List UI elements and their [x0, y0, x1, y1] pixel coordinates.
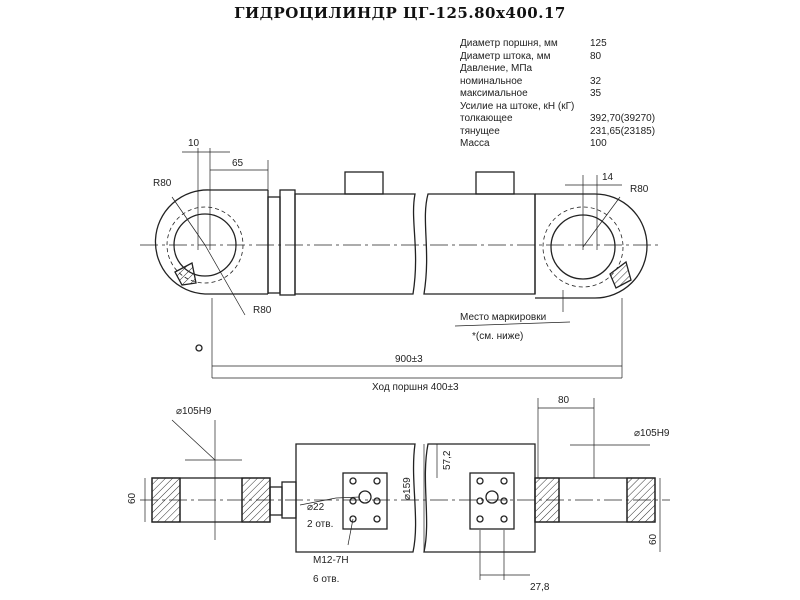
spec-label: Диаметр поршня, мм: [460, 38, 558, 49]
spec-value: 392,70(39270): [590, 113, 656, 124]
spec-row: Усилие на штоке, кН (кГ): [460, 101, 640, 114]
spec-value: 35: [590, 88, 602, 99]
dim-bore-right: ⌀105Н9: [634, 428, 670, 439]
spec-row: Давление, МПа: [460, 63, 640, 76]
spec-label: толкающее: [460, 113, 513, 124]
spec-row: Диаметр штока, мм 80: [460, 51, 640, 64]
dim-27: 27,8: [530, 582, 550, 593]
spec-value: 80: [590, 50, 602, 62]
spec-table: Диаметр поршня, мм 125 Диаметр штока, мм 8…: [460, 38, 655, 151]
spec-row: номинальное 32: [460, 76, 640, 89]
spec-value: 100: [590, 138, 607, 149]
marking-note: *(см. ниже): [472, 331, 523, 342]
drawing-title: ГИДРОЦИЛИНДР ЦГ-125.80х400.17: [234, 4, 566, 22]
bottom-dimensions: [144, 398, 661, 580]
dim-159: ⌀159: [402, 477, 413, 500]
spec-label: Давление, МПа: [460, 63, 533, 74]
dim-r80-left-bottom: R80: [253, 305, 272, 316]
spec-row: Масса 100: [460, 138, 640, 151]
bottom-dim-labels: ⌀105Н9 ⌀105Н9 80 60 60 ⌀159 57,2 ⌀22 2 о…: [127, 395, 670, 593]
dim-65: 65: [232, 158, 244, 169]
dim-stroke: Ход поршня 400±3: [372, 382, 459, 393]
dim-holes2: 2 отв.: [307, 519, 333, 530]
spec-label: Диаметр штока, мм: [460, 50, 551, 62]
top-view: [140, 148, 660, 379]
marking-label: Место маркировки: [460, 312, 546, 323]
cylinder-body: [294, 171, 536, 295]
top-dimensions: [171, 148, 623, 379]
marker-circle: [195, 344, 203, 352]
top-dim-labels: 10 65 R80 R80 14 R80 Место маркировки *(…: [153, 138, 649, 393]
bottom-view: [140, 398, 670, 580]
spec-label: Усилие на штоке, кН (кГ): [460, 100, 575, 112]
dim-bore-left: ⌀105Н9: [176, 406, 212, 417]
dim-holes6: 6 отв.: [313, 574, 339, 585]
dim-r80-right: R80: [630, 184, 649, 195]
dim-10: 10: [188, 138, 200, 149]
spec-label: номинальное: [460, 75, 523, 87]
spec-label: тянущее: [460, 125, 500, 137]
spec-value: 125: [590, 38, 607, 49]
right-cap-eye: [534, 193, 648, 299]
spec-label: максимальное: [460, 88, 528, 99]
dim-22: ⌀22: [307, 502, 325, 513]
dim-60-right: 60: [648, 533, 659, 545]
dim-57: 57,2: [442, 450, 453, 470]
spec-value: 231,65(23185): [590, 125, 656, 137]
dim-thread: М12-7Н: [313, 555, 349, 566]
body-section: [295, 443, 536, 553]
spec-row: тянущее 231,65(23185): [460, 125, 655, 139]
dim-80: 80: [558, 395, 570, 406]
spec-row: Диаметр поршня, мм 125: [460, 38, 640, 51]
dim-length: 900±3: [395, 354, 423, 365]
left-rod-eye: [154, 189, 296, 296]
dim-r80-left: R80: [153, 178, 172, 189]
spec-row: толкающее 392,70(39270): [460, 113, 655, 126]
spec-label: Масса: [460, 138, 490, 149]
spec-row: максимальное 35: [460, 88, 640, 101]
dim-14: 14: [602, 172, 614, 183]
spec-value: 32: [590, 75, 602, 87]
dim-60-left: 60: [127, 492, 138, 504]
